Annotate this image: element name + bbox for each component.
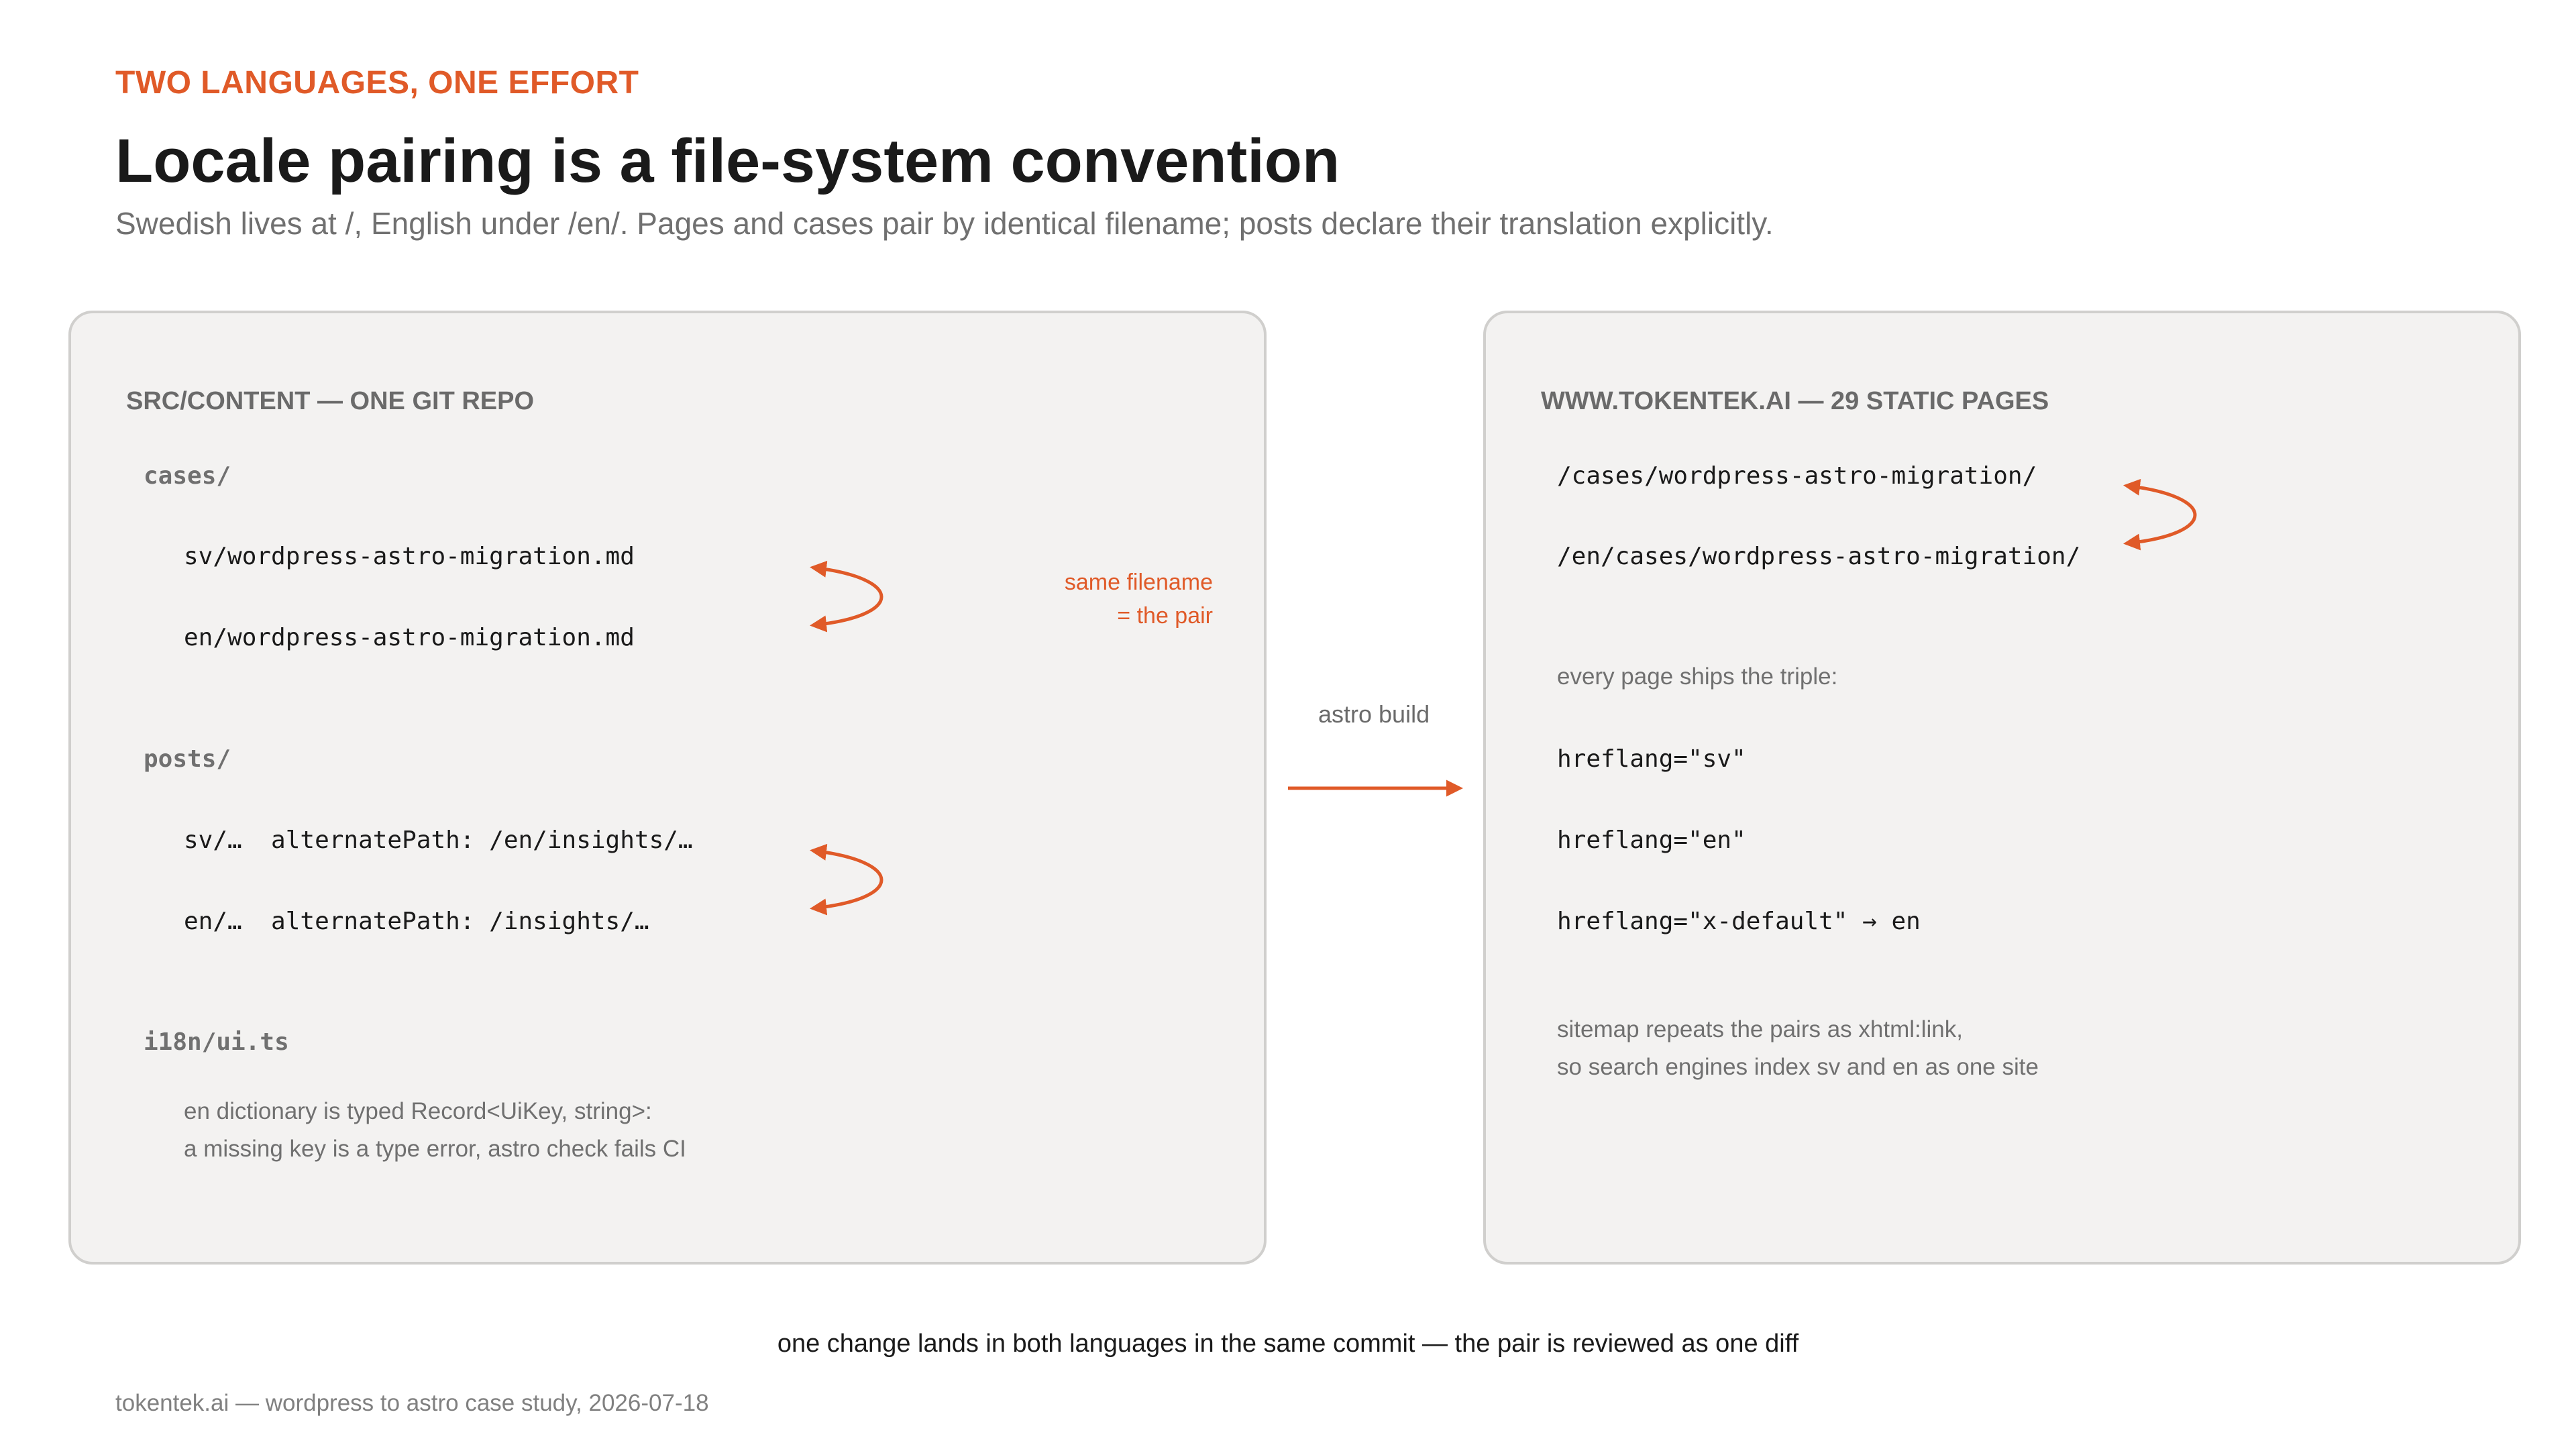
posts-sv-line: sv/… alternatePath: /en/insights/… — [184, 826, 693, 854]
posts-folder: posts/ — [144, 745, 231, 773]
i18n-file: i18n/ui.ts — [144, 1028, 289, 1056]
hreflang-en: hreflang="en" — [1557, 826, 1746, 854]
source-panel: SRC/CONTENT — ONE GIT REPO cases/ sv/wor… — [68, 311, 1267, 1265]
hreflang-sv: hreflang="sv" — [1557, 745, 1746, 773]
urls-pair-arrow — [2123, 478, 2197, 551]
i18n-note: en dictionary is typed Record<UiKey, str… — [184, 1098, 686, 1162]
site-en-url: /en/cases/wordpress-astro-migration/ — [1557, 543, 2081, 570]
site-panel: WWW.TOKENTEK.AI — 29 STATIC PAGES /cases… — [1483, 311, 2521, 1265]
cases-folder: cases/ — [144, 462, 231, 490]
eyebrow: TWO LANGUAGES, ONE EFFORT — [115, 65, 639, 101]
hreflang-x-default: hreflang="x-default" → en — [1557, 908, 1921, 935]
site-panel-heading: WWW.TOKENTEK.AI — 29 STATIC PAGES — [1541, 387, 2049, 415]
triple-intro: every page ships the triple: — [1557, 663, 1838, 690]
footer-summary: one change lands in both languages in th… — [777, 1330, 1799, 1358]
cases-en-file: en/wordpress-astro-migration.md — [184, 624, 635, 651]
site-sv-url: /cases/wordpress-astro-migration/ — [1557, 462, 2037, 490]
sitemap-note: sitemap repeats the pairs as xhtml:link,… — [1557, 1016, 2039, 1080]
cases-pair-arrow — [810, 560, 883, 633]
posts-en-line: en/… alternatePath: /insights/… — [184, 908, 649, 935]
posts-pair-arrow — [810, 843, 883, 916]
source-panel-heading: SRC/CONTENT — ONE GIT REPO — [126, 387, 535, 415]
page-title: Locale pairing is a file-system conventi… — [115, 127, 1340, 195]
page-subtitle: Swedish lives at /, English under /en/. … — [115, 206, 1774, 241]
same-filename-annotation: same filename= the pair — [1064, 570, 1213, 629]
footer-credit: tokentek.ai — wordpress to astro case st… — [115, 1390, 709, 1416]
build-arrow-label: astro build — [1318, 700, 1430, 728]
cases-sv-file: sv/wordpress-astro-migration.md — [184, 543, 635, 570]
